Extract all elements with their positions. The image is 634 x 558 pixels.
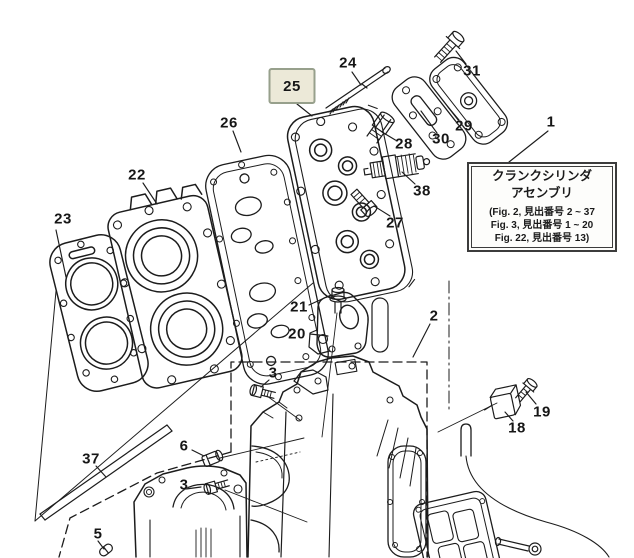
part-3-bolt-upper — [249, 384, 276, 399]
callout-38: 38 — [413, 182, 431, 200]
assembly-boundary-dashed-box — [58, 361, 428, 558]
part-6-fitting — [201, 449, 224, 468]
part-linkage-rod — [494, 536, 542, 556]
callout-26: 26 — [220, 114, 238, 132]
part-38-spark-plug — [363, 153, 431, 180]
part-cable — [460, 423, 610, 558]
part-crankcase-block — [247, 355, 429, 558]
callout-29: 29 — [455, 117, 473, 135]
callout-3a: 3 — [268, 364, 278, 382]
part-3-bolt-lower — [203, 479, 230, 495]
assembly-ref-line3: Fig. 22, 見出番号 13) — [494, 233, 590, 245]
callout-25-highlighted[interactable]: 25 — [268, 68, 316, 104]
callout-19: 19 — [533, 403, 551, 421]
callout-24: 24 — [339, 54, 357, 72]
part-28-plug-fitting — [366, 111, 395, 144]
callout-22: 22 — [128, 166, 146, 184]
callout-6: 6 — [179, 437, 189, 455]
callout-37: 37 — [82, 450, 100, 468]
part-29-cover-plate — [429, 56, 509, 145]
part-30-cover-gasket — [391, 76, 467, 160]
assembly-info-box: クランクシリンダ アセンブリ (Fig. 2, 見出番号 2 ~ 37 Fig.… — [467, 162, 617, 252]
part-18-clamp — [484, 384, 522, 420]
assembly-fig-references: (Fig. 2, 見出番号 2 ~ 37 Fig. 3, 見出番号 1 ~ 20… — [489, 206, 595, 245]
projection-wedge-lines — [34, 282, 314, 522]
callout-31: 31 — [463, 62, 481, 80]
part-26-gasket — [205, 154, 329, 385]
plug-cap-tube — [371, 297, 389, 353]
part-20-bracket — [308, 291, 369, 358]
assembly-name-line2: アセンブリ — [511, 185, 573, 200]
part-37-rod — [39, 424, 173, 521]
part-5-dowel-pin — [99, 543, 113, 557]
callout-30: 30 — [432, 130, 450, 148]
callout-3b: 3 — [179, 476, 189, 494]
callout-21: 21 — [290, 298, 308, 316]
callout-18: 18 — [508, 419, 526, 437]
leader-lines — [55, 50, 549, 550]
part-25-exhaust-cover — [286, 104, 416, 303]
assembly-info-box-inner: クランクシリンダ アセンブリ (Fig. 2, 見出番号 2 ~ 37 Fig.… — [471, 166, 613, 248]
part-lower-crankcase-half — [133, 465, 248, 558]
part-21-bolt — [329, 286, 347, 314]
assembly-name-line1: クランクシリンダ — [491, 168, 592, 183]
part-19-screw — [515, 377, 538, 403]
callout-1: 1 — [546, 113, 556, 131]
assembly-ref-line2: Fig. 3, 見出番号 1 ~ 20 — [490, 220, 594, 232]
callout-27: 27 — [386, 214, 404, 232]
callout-5: 5 — [93, 525, 103, 543]
part-23-head-gasket — [49, 234, 149, 392]
assembly-ref-line1: (Fig. 2, 見出番号 2 ~ 37 — [489, 207, 595, 219]
part-31-bolt — [434, 30, 465, 63]
part-bottom-gasket — [412, 490, 503, 558]
callout-23: 23 — [54, 210, 72, 228]
part-projection-lines — [219, 312, 498, 523]
callout-2: 2 — [429, 307, 439, 325]
part-24-stud-bolt — [325, 66, 391, 115]
callout-28: 28 — [395, 135, 413, 153]
part-27-anode-bolt — [350, 188, 378, 217]
callout-20: 20 — [288, 325, 306, 343]
